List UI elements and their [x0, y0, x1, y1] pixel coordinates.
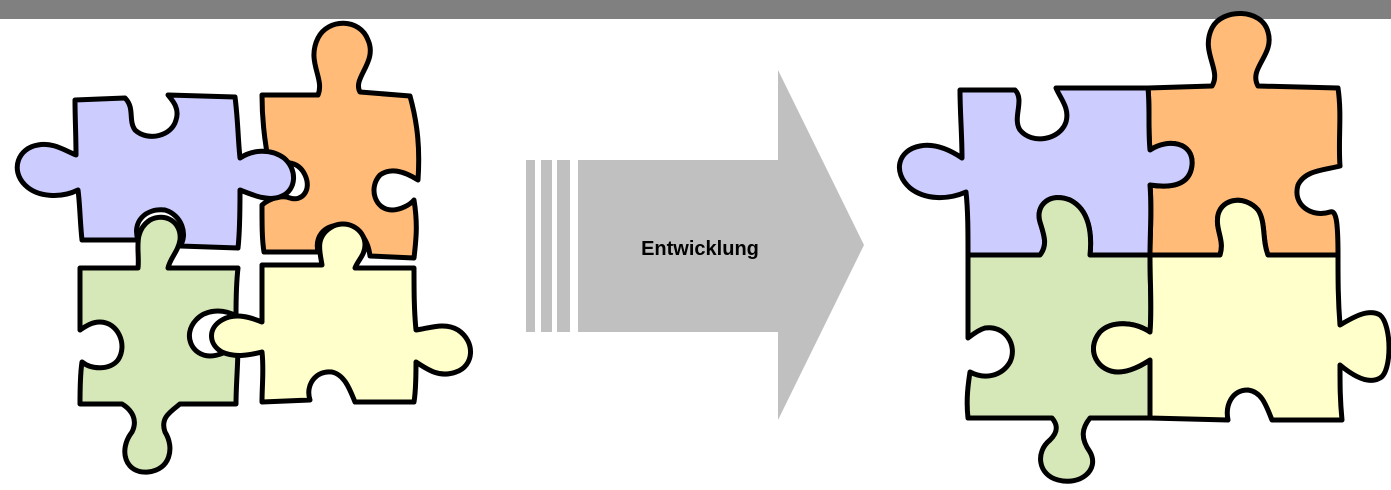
- top-bar: [0, 0, 1391, 19]
- left-orange-piece: [259, 20, 422, 261]
- arrow-stripe-2: [541, 160, 552, 332]
- left-yellow-piece: [209, 221, 473, 405]
- development-arrow: [526, 70, 864, 420]
- arrow-stripe-1: [526, 160, 535, 332]
- left-blue-piece: [14, 92, 296, 251]
- right-green-piece: [964, 195, 1154, 484]
- left-puzzle-group: [14, 20, 473, 475]
- arrow-body: [578, 70, 864, 420]
- left-green-piece: [77, 214, 241, 475]
- right-yellow-piece: [1091, 198, 1391, 423]
- arrow-label: Entwicklung: [641, 238, 759, 260]
- right-puzzle-group: [897, 11, 1391, 484]
- arrow-stripe-3: [557, 160, 570, 332]
